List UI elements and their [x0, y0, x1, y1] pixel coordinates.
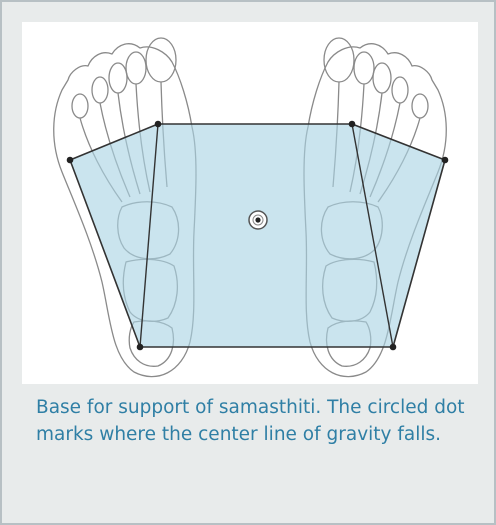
figure-caption: Base for support of samasthiti. The circ…	[36, 394, 476, 448]
circled-dot-icon	[249, 211, 267, 229]
feet-diagram	[22, 22, 478, 384]
base-of-support-area	[70, 124, 445, 347]
illustration-area	[22, 22, 478, 384]
